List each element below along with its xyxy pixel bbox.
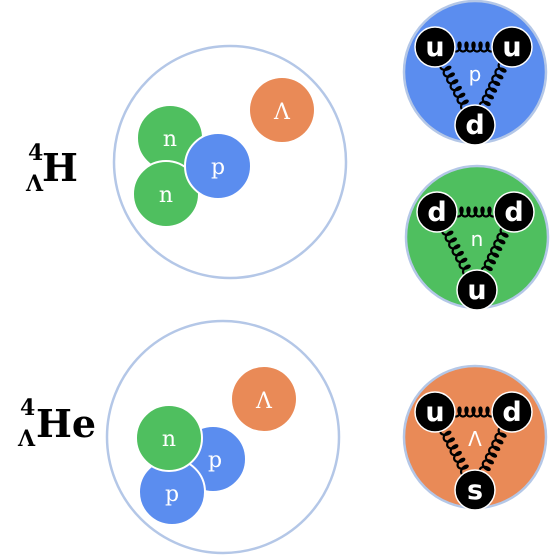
quark-label: u: [502, 32, 521, 63]
nucleon-label: p: [165, 482, 179, 507]
gluon-line: [478, 427, 507, 472]
lambda-subscript: Λ: [17, 426, 36, 452]
quark-ball: [416, 191, 458, 233]
neutron-ball: [135, 404, 203, 472]
nucleon-lambda: Λ: [232, 367, 296, 431]
gluon-line: [439, 65, 469, 110]
nucleon-neutron-bottom: n: [132, 160, 200, 228]
nucleon-label: p: [208, 448, 222, 473]
element-symbol: He: [36, 401, 96, 446]
nucleon-neutron: n: [135, 404, 203, 472]
lambda-ball: [232, 367, 296, 431]
hypernucleus-h4l: Λ n n p 4 Λ H: [25, 44, 348, 280]
gluon-line: [478, 62, 507, 107]
gluon-line: [441, 230, 471, 275]
baryon-label: Λ: [468, 427, 482, 451]
gluon-line: [480, 227, 509, 272]
quark-ball: [454, 104, 496, 146]
baryon-label: p: [469, 62, 482, 86]
quark-ball: [493, 191, 535, 233]
lambda-ball: [250, 78, 314, 142]
nucleon-lambda: Λ: [250, 78, 314, 142]
gluon-line: [454, 406, 493, 418]
gluon-line: [454, 41, 493, 53]
quark-label: u: [425, 397, 444, 428]
mass-number: 4: [28, 140, 43, 166]
quark-ball: [491, 26, 533, 68]
nucleon-label: Λ: [273, 100, 291, 125]
quark-ball: [454, 469, 496, 511]
quark-label: d: [465, 110, 484, 141]
quark-label: d: [502, 397, 521, 428]
gluon-line: [456, 206, 495, 218]
baryon-lambda: Λu d s: [402, 364, 548, 511]
nucleon-proton: p: [184, 132, 252, 200]
gluon-line: [439, 430, 469, 475]
nucleon-label: n: [159, 183, 173, 208]
quark-ball: [456, 269, 498, 311]
quark-ball: [414, 26, 456, 68]
lambda-subscript: Λ: [25, 171, 44, 197]
quark-label: s: [467, 475, 483, 506]
quark-label: u: [425, 32, 444, 63]
nucleus-label: 4 Λ H: [25, 140, 78, 197]
proton-ball: [184, 132, 252, 200]
quark-ball: [414, 391, 456, 433]
quark-label: d: [504, 197, 523, 228]
baryon-label: n: [471, 227, 484, 251]
nucleon-label: n: [163, 127, 177, 152]
nucleon-label: p: [211, 155, 225, 180]
hypernucleus-he4l: Λ p p n 4 Λ He: [17, 319, 341, 555]
quark-label: d: [427, 197, 446, 228]
quark-ball: [491, 391, 533, 433]
element-symbol: H: [42, 145, 78, 190]
quark-label: u: [467, 275, 486, 306]
nucleus-label: 4 Λ He: [17, 395, 96, 452]
nucleon-label: Λ: [255, 389, 273, 414]
nucleon-label: n: [162, 427, 176, 452]
mass-number: 4: [20, 395, 35, 421]
